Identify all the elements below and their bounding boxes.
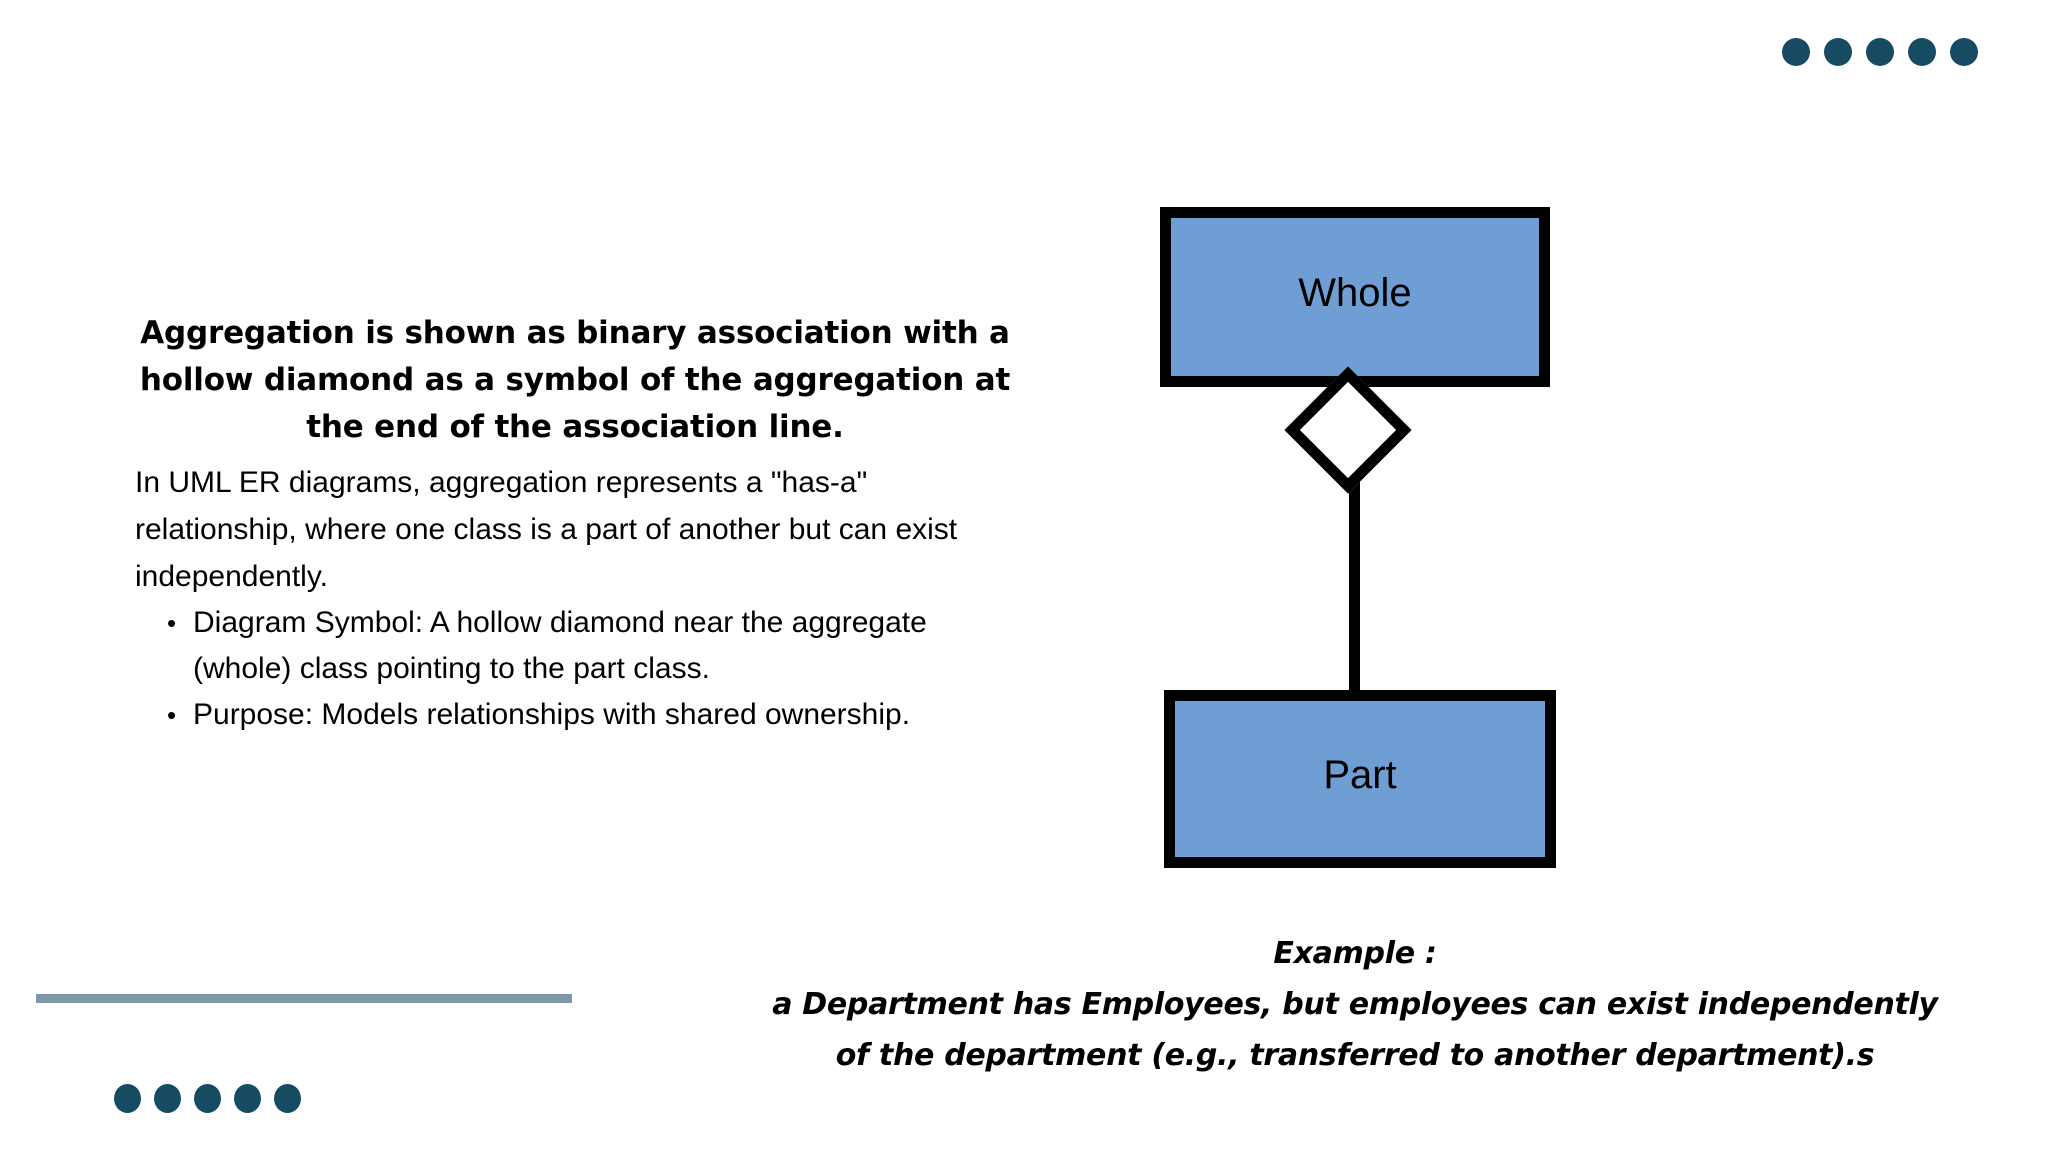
- uml-class-box-part: Part: [1164, 690, 1556, 868]
- decor-dot-icon: [1908, 38, 1936, 66]
- decor-dot-icon: [154, 1084, 181, 1113]
- text-content-column: Aggregation is shown as binary associati…: [125, 310, 1025, 738]
- accent-rule-divider: [36, 994, 572, 1003]
- example-caption: Example : a Department has Employees, bu…: [720, 928, 1990, 1081]
- decor-dot-icon: [1866, 38, 1894, 66]
- body-paragraph: In UML ER diagrams, aggregation represen…: [135, 466, 958, 593]
- caption-line-body-1: a Department has Employees, but employee…: [772, 987, 1938, 1022]
- decor-dot-icon: [114, 1084, 141, 1113]
- bullet-point-icon: •: [167, 608, 177, 638]
- association-line: [1349, 386, 1360, 698]
- caption-line-title: Example :: [1273, 936, 1437, 971]
- uml-class-box-whole: Whole: [1160, 207, 1550, 387]
- bullet-list: • Diagram Symbol: A hollow diamond near …: [125, 600, 1025, 738]
- decor-dot-icon: [234, 1084, 261, 1113]
- decor-dot-icon: [1950, 38, 1978, 66]
- decor-dot-icon: [194, 1084, 221, 1113]
- decorative-dots-bottom-left: [114, 1084, 301, 1113]
- uml-class-label-whole: Whole: [1298, 271, 1412, 315]
- decor-dot-icon: [1782, 38, 1810, 66]
- bullet-point-icon: •: [167, 700, 177, 730]
- decorative-dots-top-right: [1782, 38, 1978, 66]
- list-item: • Diagram Symbol: A hollow diamond near …: [167, 600, 1025, 692]
- list-item: • Purpose: Models relationships with sha…: [167, 692, 1025, 738]
- uml-class-label-part: Part: [1323, 753, 1397, 797]
- uml-aggregation-diagram: Whole Part: [1150, 190, 1580, 890]
- caption-line-body-2: of the department (e.g., transferred to …: [835, 1038, 1875, 1073]
- lead-heading: Aggregation is shown as binary associati…: [139, 315, 1011, 445]
- list-item-label: Purpose: Models relationships with share…: [193, 698, 911, 731]
- decor-dot-icon: [274, 1084, 301, 1113]
- list-item-label: Diagram Symbol: A hollow diamond near th…: [193, 606, 927, 685]
- decor-dot-icon: [1824, 38, 1852, 66]
